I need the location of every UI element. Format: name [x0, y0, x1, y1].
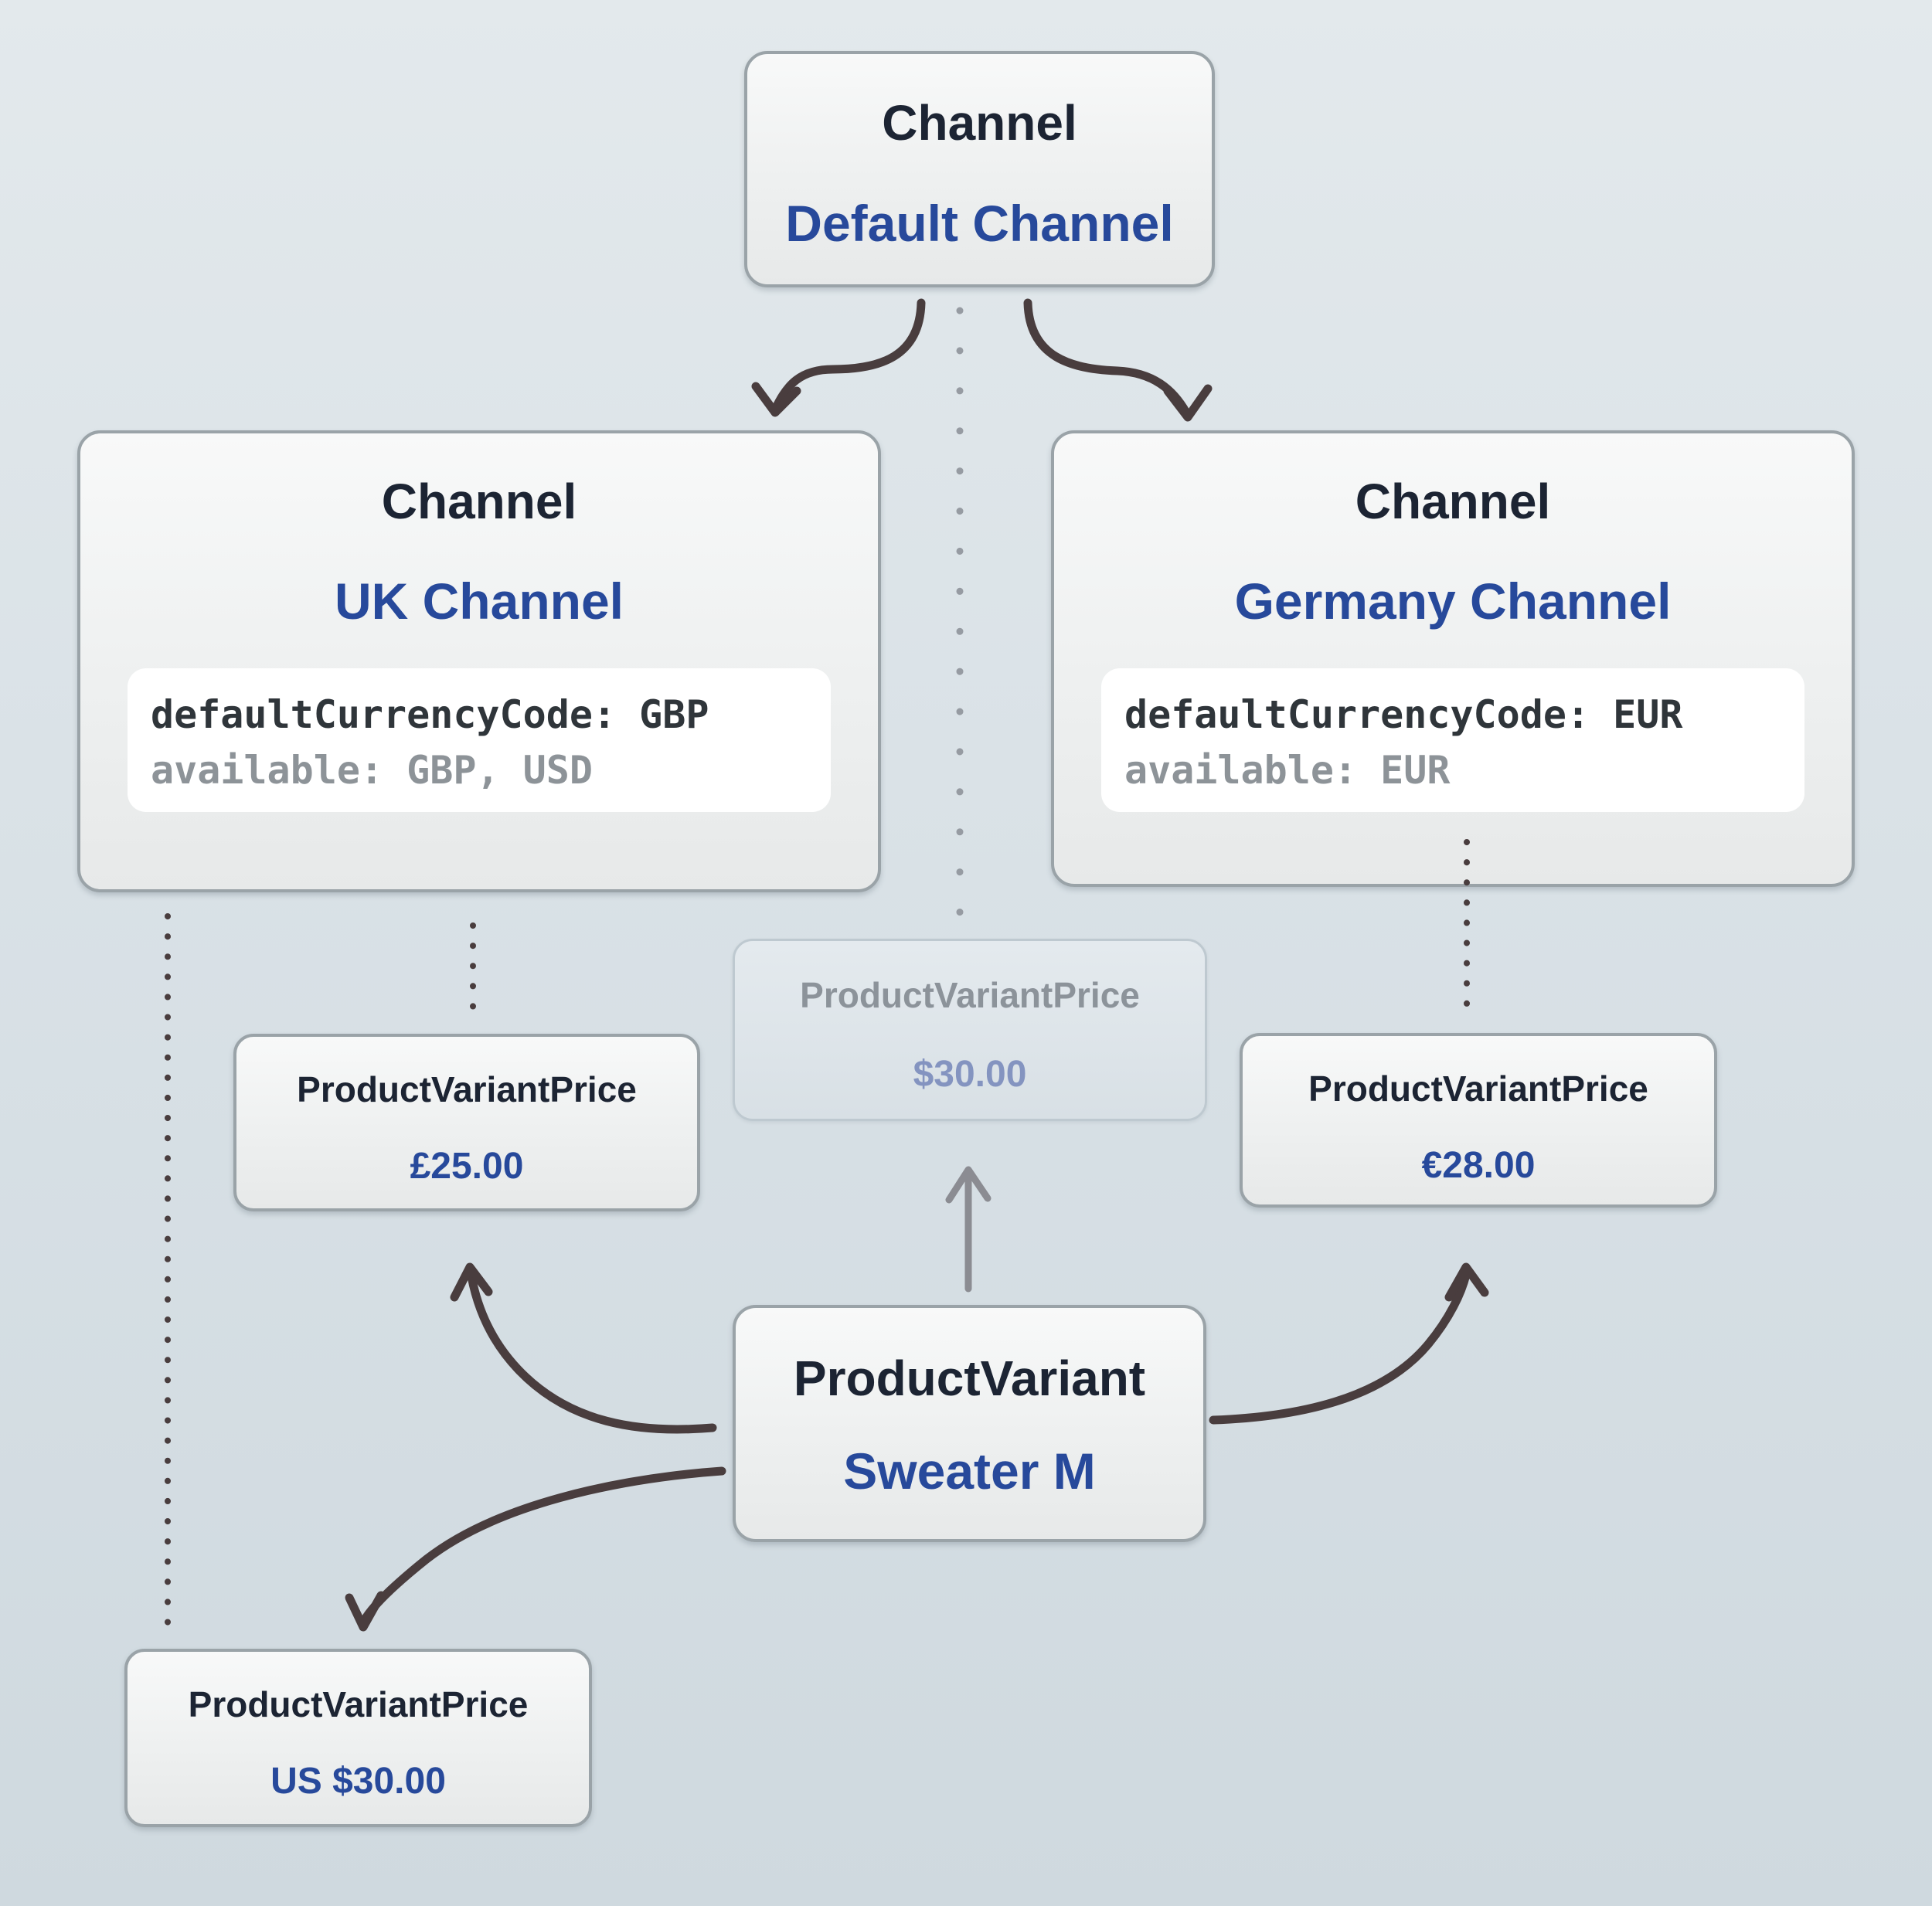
- uk-gbp-price-node: ProductVariantPrice £25.00: [233, 1034, 700, 1211]
- arrowhead-variant-to-eur-price: [1444, 1262, 1489, 1302]
- germany-channel-node: Channel Germany Channel defaultCurrencyC…: [1051, 430, 1855, 887]
- arrow-variant-to-eur-price: [1209, 1270, 1471, 1425]
- default-currency-code-line: defaultCurrencyCode: GBP: [151, 692, 709, 737]
- arrowhead-variant-to-default-price: [945, 1166, 992, 1204]
- node-name-label: Default Channel: [785, 195, 1174, 252]
- node-name-label: Sweater M: [843, 1442, 1096, 1500]
- available-currencies-line: available: GBP, USD: [151, 748, 593, 793]
- product-variant-node: ProductVariant Sweater M: [733, 1305, 1206, 1542]
- node-type-label: ProductVariant: [793, 1351, 1146, 1406]
- arrow-default-to-germany: [1023, 298, 1191, 417]
- price-value-label: US $30.00: [270, 1761, 446, 1802]
- uk-usd-price-node: ProductVariantPrice US $30.00: [124, 1649, 592, 1827]
- germany-eur-price-node: ProductVariantPrice €28.00: [1240, 1033, 1717, 1208]
- node-type-label: ProductVariantPrice: [800, 975, 1140, 1015]
- node-type-label: ProductVariantPrice: [1308, 1069, 1648, 1109]
- default-channel-node: Channel Default Channel: [744, 51, 1215, 287]
- node-type-label: Channel: [882, 95, 1077, 151]
- price-value-label: $30.00: [913, 1054, 1027, 1095]
- arrowhead-default-to-uk: [751, 382, 801, 417]
- default-currency-code-line: defaultCurrencyCode: EUR: [1124, 692, 1683, 737]
- node-type-label: ProductVariantPrice: [188, 1684, 529, 1724]
- available-currencies-line: available: EUR: [1124, 748, 1451, 793]
- node-type-label: Channel: [381, 474, 577, 529]
- arrow-variant-to-gbp-price: [467, 1272, 717, 1434]
- arrowhead-variant-to-usd-price: [345, 1591, 386, 1632]
- price-value-label: €28.00: [1421, 1145, 1536, 1186]
- arrowhead-default-to-germany: [1163, 384, 1213, 422]
- uk-channel-node: Channel UK Channel defaultCurrencyCode: …: [77, 430, 881, 892]
- node-name-label: UK Channel: [334, 572, 624, 630]
- price-value-label: £25.00: [410, 1146, 524, 1187]
- arrowhead-variant-to-gbp-price: [450, 1262, 493, 1302]
- node-name-label: Germany Channel: [1234, 572, 1672, 630]
- default-price-node: ProductVariantPrice $30.00: [733, 939, 1207, 1121]
- uk-currency-code-pill: defaultCurrencyCode: GBP available: GBP,…: [128, 668, 831, 812]
- arrow-variant-to-usd-price: [359, 1466, 726, 1626]
- node-type-label: Channel: [1355, 474, 1551, 529]
- germany-currency-code-pill: defaultCurrencyCode: EUR available: EUR: [1101, 668, 1804, 812]
- arrow-default-to-uk: [771, 298, 926, 413]
- node-type-label: ProductVariantPrice: [297, 1069, 637, 1109]
